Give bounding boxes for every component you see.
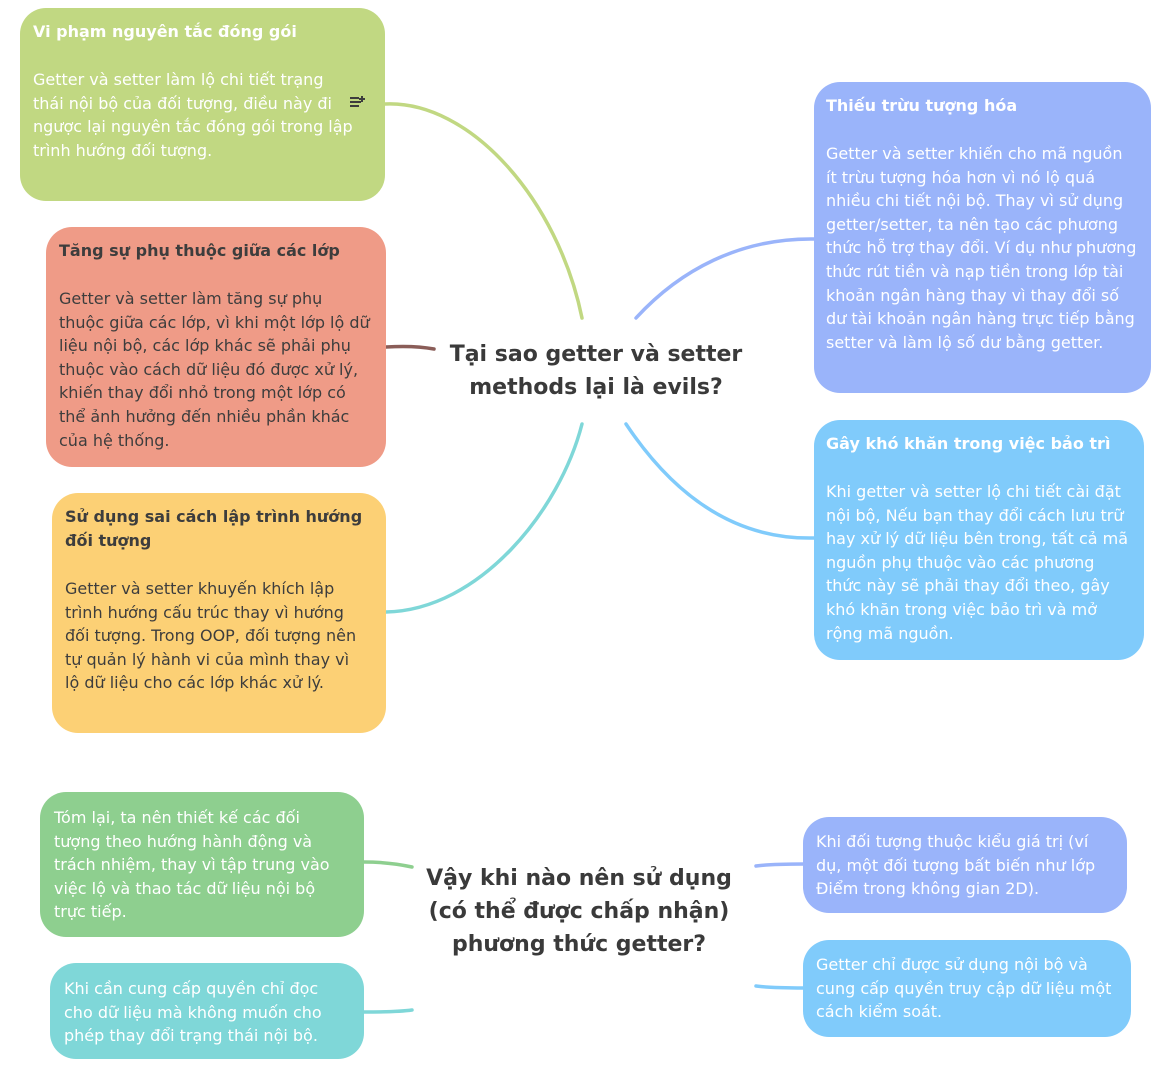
branch-encapsulation[interactable]: Vi phạm nguyên tắc đóng gói Getter và se… xyxy=(20,8,385,201)
link-summary xyxy=(362,860,414,869)
answer-value-type[interactable]: Khi đối tượng thuộc kiểu giá trị (ví dụ,… xyxy=(803,817,1127,913)
branch-oop-misuse[interactable]: Sử dụng sai cách lập trình hướng đối tượ… xyxy=(52,493,386,733)
answer-read-only[interactable]: Khi cần cung cấp quyền chỉ đọc cho dữ li… xyxy=(50,963,364,1059)
answer-internal-use[interactable]: Getter chỉ được sử dụng nội bộ và cung c… xyxy=(803,940,1131,1037)
branch-encapsulation-body: Getter và setter làm lộ chi tiết trạng t… xyxy=(33,70,353,160)
link-encapsulation xyxy=(383,102,584,320)
main-topic[interactable]: Tại sao getter và setter methods lại là … xyxy=(449,342,743,400)
link-oop-misuse xyxy=(384,422,584,614)
branch-maintenance-body: Khi getter và setter lộ chi tiết cài đặt… xyxy=(826,482,1129,643)
link-abstraction xyxy=(634,237,816,320)
branch-coupling-body: Getter và setter làm tăng sự phụ thuộc g… xyxy=(59,289,370,450)
branch-abstraction-title: Thiếu trừu tượng hóa xyxy=(826,96,1018,115)
branch-encapsulation-title: Vi phạm nguyên tắc đóng gói xyxy=(33,22,297,41)
answer-read-only-text: Khi cần cung cấp quyền chỉ đọc cho dữ li… xyxy=(64,979,322,1046)
answer-summary[interactable]: Tóm lại, ta nên thiết kế các đối tượng t… xyxy=(40,792,364,937)
link-read-only xyxy=(362,1008,414,1014)
link-internal-use xyxy=(754,984,806,990)
branch-oop-misuse-body: Getter và setter khuyến khích lập trình … xyxy=(65,579,357,693)
answer-value-type-text: Khi đối tượng thuộc kiểu giá trị (ví dụ,… xyxy=(816,832,1096,899)
branch-maintenance-title: Gây khó khăn trong việc bảo trì xyxy=(826,434,1111,453)
link-value-type xyxy=(754,862,806,868)
branch-coupling-title: Tăng sự phụ thuộc giữa các lớp xyxy=(59,241,340,260)
answer-summary-text: Tóm lại, ta nên thiết kế các đối tượng t… xyxy=(54,808,330,922)
branch-maintenance[interactable]: Gây khó khăn trong việc bảo trì Khi gett… xyxy=(814,420,1144,660)
note-icon[interactable] xyxy=(350,96,365,108)
branch-abstraction-body: Getter và setter khiến cho mã nguồn ít t… xyxy=(826,144,1137,352)
answer-internal-use-text: Getter chỉ được sử dụng nội bộ và cung c… xyxy=(816,955,1112,1022)
link-maintenance xyxy=(624,422,816,540)
link-coupling xyxy=(384,344,436,351)
second-topic[interactable]: Vậy khi nào nên sử dụng (có thể được chấ… xyxy=(426,866,732,957)
branch-oop-misuse-title: Sử dụng sai cách lập trình hướng đối tượ… xyxy=(65,507,363,550)
branch-coupling[interactable]: Tăng sự phụ thuộc giữa các lớp Getter và… xyxy=(46,227,386,467)
branch-abstraction[interactable]: Thiếu trừu tượng hóa Getter và setter kh… xyxy=(814,82,1151,393)
